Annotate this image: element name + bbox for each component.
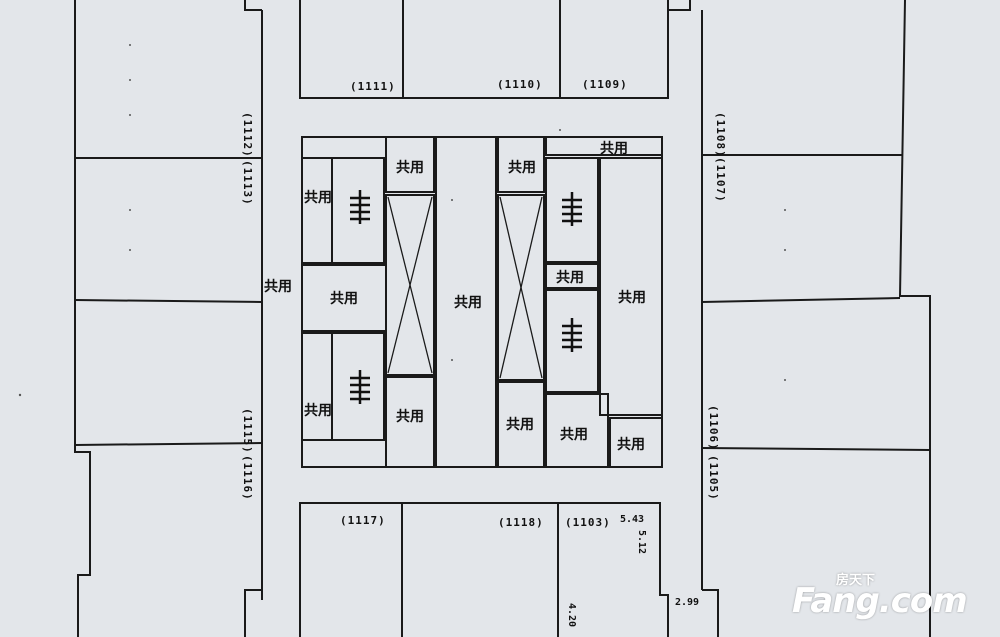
- shared-cell: [545, 263, 599, 289]
- shared-cell: [497, 136, 545, 193]
- room-label-1112: (1112): [241, 112, 254, 158]
- room-label-1107: (1107): [714, 157, 727, 203]
- room-label-1103: (1103): [565, 516, 611, 529]
- room-label-1117: (1117): [340, 514, 386, 527]
- room-wall-1111-1109: [299, 0, 669, 99]
- room-wall: [244, 589, 262, 637]
- elevator-shaft: [497, 194, 545, 381]
- room-label-1113: (1113): [241, 160, 254, 206]
- watermark-sub: 房天下: [836, 573, 876, 588]
- shared-cell: [609, 417, 663, 468]
- elevator-cross: [387, 196, 433, 374]
- shared-cell: [545, 393, 609, 468]
- shared-cell-top: [545, 136, 663, 156]
- room-label-1109: (1109): [582, 78, 628, 91]
- stair-icon: [562, 192, 582, 226]
- room-label-1111: (1111): [350, 80, 396, 93]
- shared-area-label: 共用: [560, 427, 588, 443]
- shared-cell: [497, 381, 545, 468]
- room-label-1115: (1115): [241, 408, 254, 454]
- room-wall: [701, 447, 931, 451]
- dimension-label: 4.20: [566, 603, 577, 628]
- room-label-1110: (1110): [497, 78, 543, 91]
- room-label-1108: (1108): [714, 112, 727, 158]
- fang-watermark: 房天下 Fang.com: [792, 567, 982, 623]
- room-label-1116: (1116): [241, 455, 254, 501]
- bottom-rooms-outline: [299, 502, 669, 637]
- room-label-1106: (1106): [707, 405, 720, 451]
- left-rooms-outline: [74, 0, 91, 637]
- shared-cell: [435, 136, 497, 468]
- shared-cell: [385, 376, 435, 468]
- watermark-logo-text: Fang.com: [792, 581, 968, 621]
- dimension-label: 5.12: [636, 530, 647, 555]
- shared-area-label: 共用: [264, 279, 292, 295]
- room-label-1118: (1118): [498, 516, 544, 529]
- stair-icon: [350, 190, 370, 224]
- shared-area-label: 共用: [556, 270, 584, 286]
- stair-cell: [331, 157, 385, 264]
- shared-area-label: 共用: [304, 190, 332, 206]
- shared-area-label: 共用: [618, 290, 646, 306]
- shared-area-label: 共用: [508, 160, 536, 176]
- shared-area-label: 共用: [304, 403, 332, 419]
- stair-cell: [545, 157, 599, 263]
- dimension-label: 2.99: [675, 597, 700, 608]
- room-wall: [702, 589, 719, 637]
- shared-cell: [599, 157, 663, 416]
- room-wall: [701, 297, 901, 303]
- stair-cell: [545, 289, 599, 393]
- shared-cell: [301, 332, 333, 441]
- shared-area-label: 共用: [330, 291, 358, 307]
- room-wall: [244, 0, 262, 11]
- shared-area-label: 共用: [454, 295, 482, 311]
- shared-cell: [385, 136, 435, 193]
- room-wall: [74, 442, 263, 446]
- shared-cell: [301, 157, 333, 264]
- shared-cell: [301, 264, 387, 332]
- shared-area-label: 共用: [600, 141, 628, 157]
- dimension-label: 5.43: [620, 514, 645, 525]
- room-wall: [668, 0, 691, 11]
- right-rooms-outline: [898, 0, 931, 637]
- room-label-1105: (1105): [707, 455, 720, 501]
- shared-area-label: 共用: [506, 417, 534, 433]
- stair-icon: [562, 318, 582, 352]
- room-wall: [74, 299, 263, 303]
- stair-icon: [350, 370, 370, 404]
- shared-area-label: 共用: [617, 437, 645, 453]
- shared-area-label: 共用: [396, 409, 424, 425]
- shared-area-label: 共用: [396, 160, 424, 176]
- elevator-cross: [499, 196, 543, 379]
